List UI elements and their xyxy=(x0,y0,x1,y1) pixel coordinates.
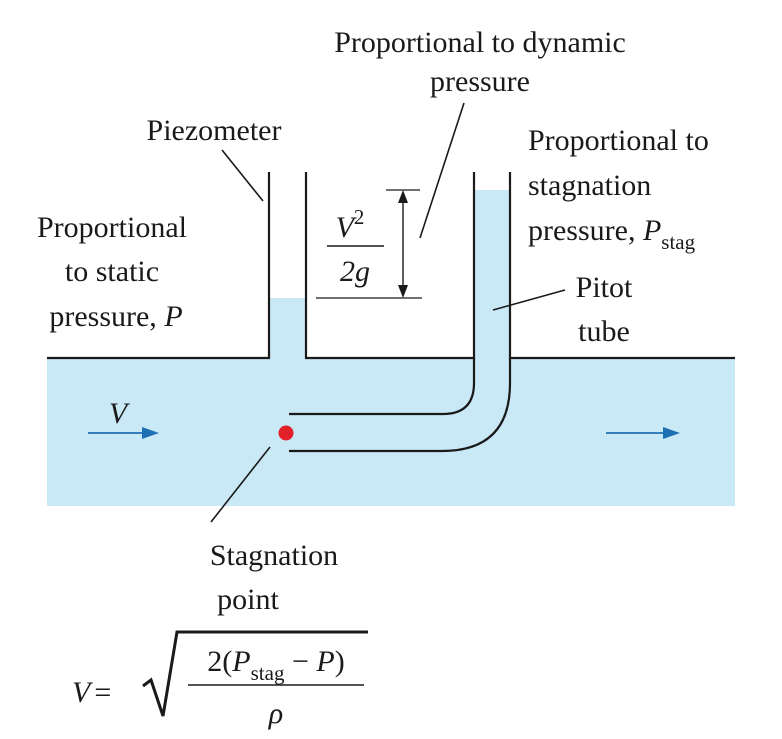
head-numerator-symbol: V xyxy=(336,211,358,244)
pipe-top-wall-left xyxy=(47,172,271,360)
head-numerator-exponent: 2 xyxy=(354,205,365,229)
stagnation-pressure-label-line3: pressure, Pstag xyxy=(528,214,696,254)
pitot-water-column xyxy=(474,190,510,360)
formula-num-minus: − xyxy=(284,645,316,678)
formula-lhs: V= xyxy=(72,676,111,709)
stagnation-pressure-symbol: P xyxy=(642,214,661,247)
dynamic-pressure-label-line1: Proportional to dynamic xyxy=(334,26,626,59)
formula-num-p: P xyxy=(315,645,334,678)
piezometer-leader-line xyxy=(221,149,264,202)
formula-numerator: 2(Pstag − P) xyxy=(207,645,344,685)
pitot-tube-outer-wall xyxy=(289,358,512,453)
head-dimension-arrowhead-down xyxy=(398,285,408,298)
pitot-tube-label-line1: Pitot xyxy=(576,271,633,304)
formula-num-subscript: stag xyxy=(251,661,285,685)
pitot-tube-inner-wall xyxy=(289,358,476,416)
pitot-tube-leader-line xyxy=(492,289,566,311)
inlet-flow-arrowhead xyxy=(142,427,159,439)
formula-radical-sign xyxy=(142,630,368,717)
static-pressure-symbol: P xyxy=(163,300,182,333)
stagnation-point-dot xyxy=(278,425,294,441)
stagnation-pressure-prefix: pressure, xyxy=(528,214,643,247)
formula-num-prefix: 2( xyxy=(207,645,232,678)
stagnation-pressure-label-line1: Proportional to xyxy=(528,124,709,157)
piezometer-water-column xyxy=(269,298,306,360)
dynamic-pressure-label-line2: pressure xyxy=(430,65,530,98)
outlet-flow-arrowhead xyxy=(663,427,680,439)
pitot-tube-label-line2: tube xyxy=(578,315,630,348)
stagnation-pressure-label-line2: stagnation xyxy=(528,169,651,202)
static-pressure-prefix: pressure, xyxy=(49,300,164,333)
stagnation-point-label-line1: Stagnation xyxy=(210,539,338,572)
stagnation-pressure-subscript: stag xyxy=(661,230,695,254)
formula-lhs-symbol: V xyxy=(72,676,94,709)
static-pressure-label-line3: pressure, P xyxy=(49,300,182,333)
velocity-label: V xyxy=(109,397,131,430)
static-pressure-label-line1: Proportional xyxy=(37,211,187,244)
formula-denominator: ρ xyxy=(268,697,283,730)
pipe-top-wall-middle xyxy=(304,172,476,360)
stagnation-point-label-line2: point xyxy=(217,583,279,616)
head-numerator: V2 xyxy=(336,205,365,244)
static-pressure-label-line2: to static xyxy=(65,255,159,288)
dynamic-pressure-leader-line xyxy=(419,102,465,239)
piezometer-label: Piezometer xyxy=(147,114,282,147)
formula-num-suffix: ) xyxy=(335,645,345,678)
pipe-water xyxy=(47,358,735,506)
head-denominator: 2g xyxy=(340,255,370,288)
formula-equals: = xyxy=(94,676,111,709)
stagnation-point-leader-line xyxy=(210,446,271,523)
formula-num-symbol: P xyxy=(231,645,250,678)
head-dimension-arrowhead-up xyxy=(398,190,408,203)
